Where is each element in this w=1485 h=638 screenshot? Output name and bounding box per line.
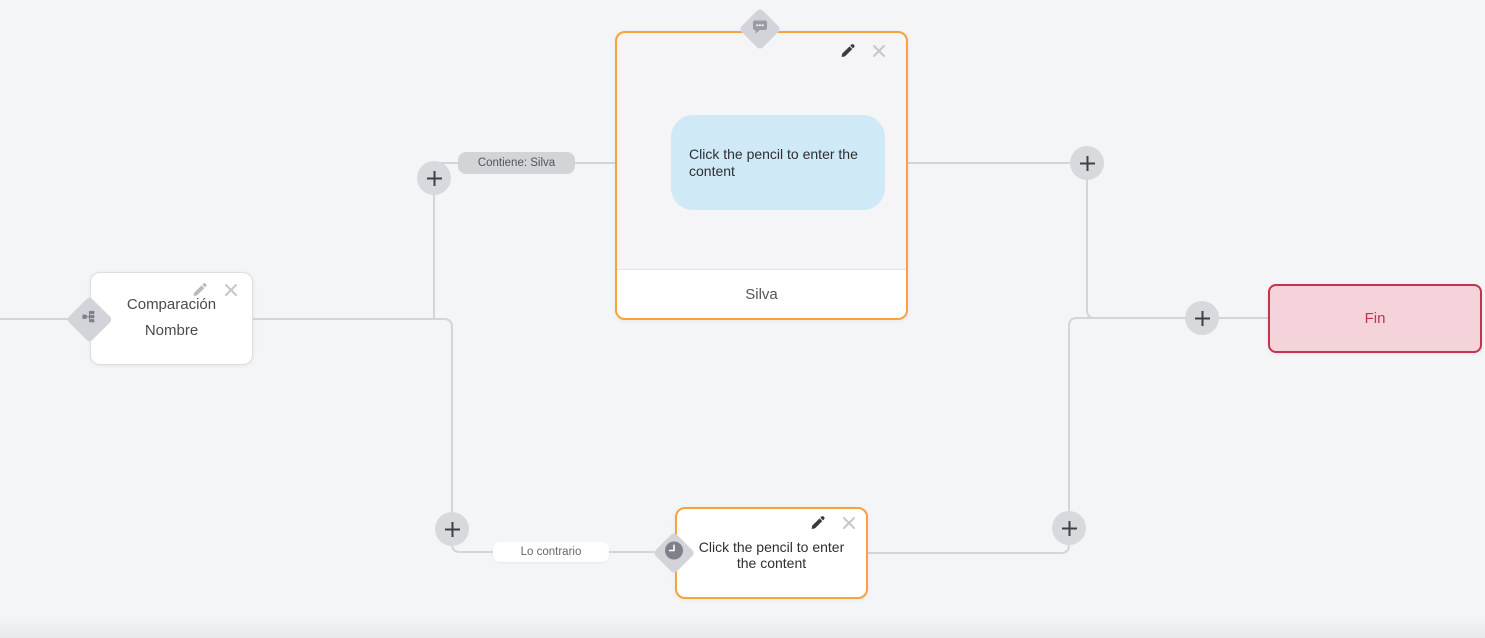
message-node-name: Silva (745, 285, 778, 303)
node-message[interactable]: Click the pencil to enter the content Si… (615, 31, 908, 320)
close-x-icon[interactable] (871, 43, 887, 59)
edge-timeout-out (868, 317, 1110, 554)
add-node-button-top-right[interactable] (1070, 146, 1104, 180)
edit-pencil-icon[interactable] (192, 282, 208, 298)
edge-label-contains[interactable]: Contiene: Silva (458, 152, 575, 174)
close-x-icon[interactable] (841, 515, 857, 531)
branch-sitemap-icon (82, 309, 97, 329)
add-node-button-bottom-left[interactable] (435, 512, 469, 546)
plus-icon (1194, 310, 1210, 326)
message-preview-bubble: Click the pencil to enter the content (671, 115, 885, 210)
plus-icon (426, 170, 442, 186)
edge-label-contains-text: Contiene: Silva (477, 157, 556, 169)
edge-condition-to-timeout (253, 318, 654, 553)
edit-pencil-icon[interactable] (810, 515, 826, 531)
timeout-placeholder-text: Click the pencil to enter the content (698, 539, 845, 572)
condition-title: Comparación (126, 296, 217, 313)
plus-icon (444, 521, 460, 537)
plus-icon (1061, 520, 1077, 536)
edge-message-out (908, 162, 1268, 319)
edge-label-otherwise[interactable]: Lo contrario (493, 542, 609, 562)
node-end[interactable]: Fin (1268, 284, 1482, 353)
add-node-button-before-end[interactable] (1185, 301, 1219, 335)
end-node-label: Fin (1364, 310, 1386, 327)
message-placeholder-text: Click the pencil to enter the content (689, 145, 858, 179)
node-condition[interactable]: Comparación Nombre (90, 272, 253, 365)
chat-bubble-icon (751, 19, 769, 40)
condition-handle[interactable] (65, 295, 113, 343)
message-node-footer: Silva (617, 269, 906, 318)
clock-icon (664, 541, 684, 566)
edit-pencil-icon[interactable] (840, 43, 856, 59)
node-timeout[interactable]: Click the pencil to enter the content (675, 507, 868, 599)
close-x-icon[interactable] (223, 282, 239, 298)
edge-condition-to-message (433, 162, 615, 319)
add-node-button-top-left[interactable] (417, 161, 451, 195)
message-input-handle[interactable] (738, 7, 782, 51)
add-node-button-bottom-right[interactable] (1052, 511, 1086, 545)
condition-subtitle: Nombre (144, 322, 199, 339)
timeout-input-handle[interactable] (652, 531, 696, 575)
plus-icon (1079, 155, 1095, 171)
edge-label-otherwise-text: Lo contrario (520, 546, 582, 558)
